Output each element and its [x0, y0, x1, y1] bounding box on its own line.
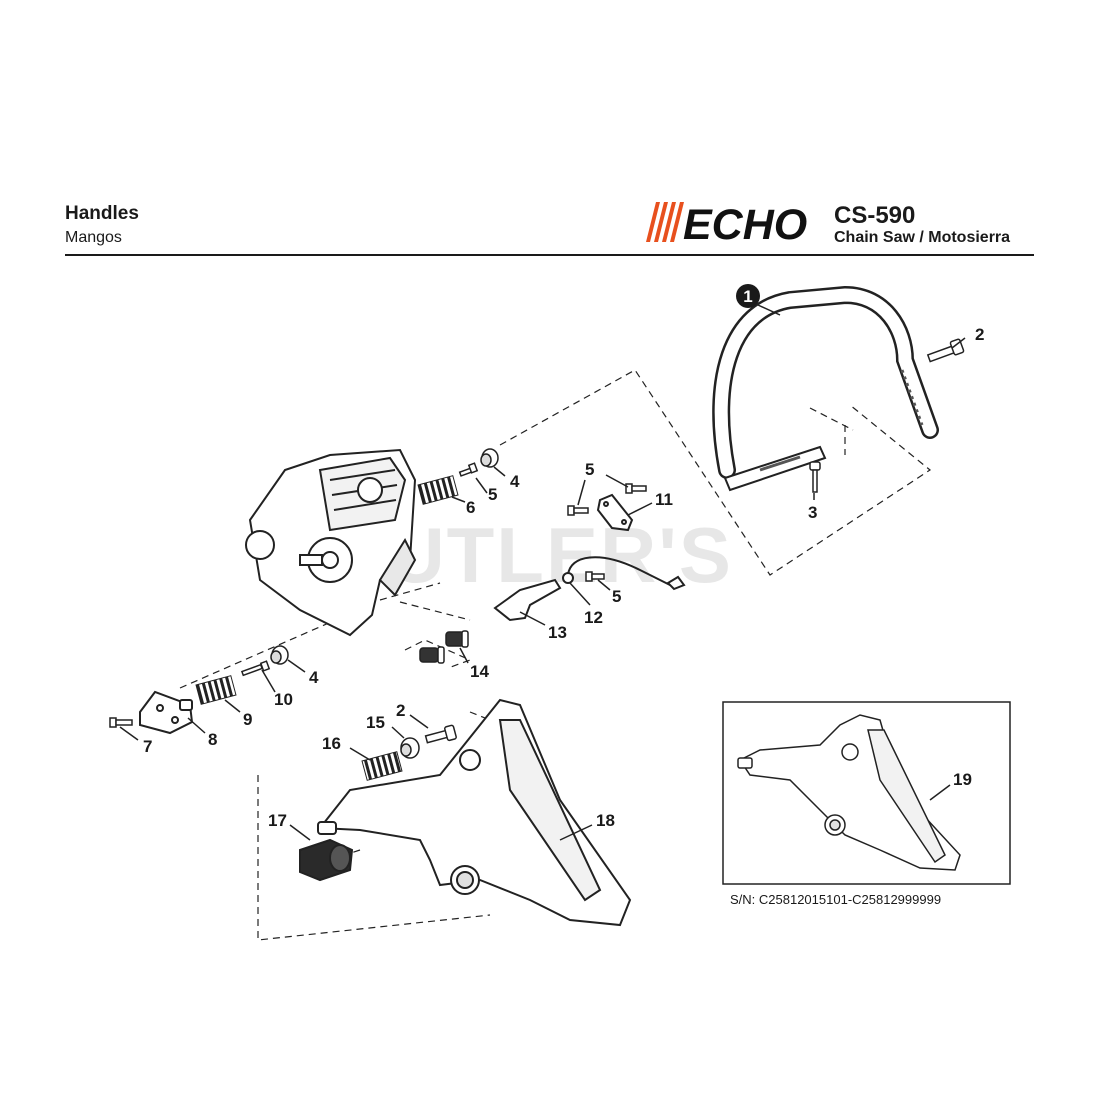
bolt-2-top [926, 338, 965, 363]
header-divider [65, 254, 1034, 256]
callout-16: 16 [322, 734, 341, 753]
callout-5-b: 5 [585, 460, 594, 479]
leader-lines [119, 304, 966, 841]
callout-7: 7 [143, 737, 152, 756]
callout-1: 1 [743, 287, 752, 306]
rear-handle-18 [317, 698, 632, 927]
callout-14: 14 [470, 662, 489, 681]
spring-9 [195, 675, 237, 705]
echo-logo: ECHO [646, 202, 807, 242]
intake-boot-17 [299, 838, 354, 882]
callout-6: 6 [466, 498, 475, 517]
model-description: Chain Saw / Motosierra [834, 229, 1011, 246]
callout-1-badge [736, 284, 760, 308]
spring-16 [361, 751, 403, 781]
bushing-4-lower [270, 645, 289, 665]
callout-2-top: 2 [975, 325, 984, 344]
callout-3: 3 [808, 503, 817, 522]
brand-name: ECHO [683, 202, 807, 242]
ground-wire-12 [562, 556, 686, 591]
serial-number-range: S/N: C25812015101-C25812999999 [730, 892, 942, 907]
callout-5-c: 5 [612, 587, 621, 606]
dampers-14 [419, 630, 469, 664]
rear-handle-19 [737, 714, 961, 871]
callouts: 1 2 3 4 5 5 5 6 11 12 13 14 4 10 9 8 7 2… [143, 284, 984, 830]
callout-4-lower: 4 [309, 668, 319, 687]
bracket-11 [596, 493, 634, 532]
page-subtitle: Mangos [65, 229, 122, 246]
callout-9: 9 [243, 710, 252, 729]
callout-19: 19 [953, 770, 972, 789]
lever-13 [493, 578, 562, 622]
bushing-15 [400, 737, 420, 759]
callout-15: 15 [366, 713, 385, 732]
spring-6 [417, 475, 459, 505]
callout-17: 17 [268, 811, 287, 830]
bolt-2-lower [424, 724, 457, 744]
plate-8 [139, 690, 194, 735]
front-handle-bar [712, 285, 939, 492]
screw-7 [109, 717, 133, 728]
callout-12: 12 [584, 608, 603, 627]
screw-5-a [458, 462, 479, 477]
bushing-4-top [480, 448, 499, 468]
callout-2-lower: 2 [396, 701, 405, 720]
callout-5-a: 5 [488, 485, 497, 504]
screw-5-b [567, 505, 589, 516]
callout-4-top: 4 [510, 472, 520, 491]
callout-11: 11 [655, 490, 673, 509]
callout-13: 13 [548, 623, 567, 642]
callout-10: 10 [274, 690, 293, 709]
screw-3 [809, 461, 821, 493]
model-number: CS-590 [834, 202, 916, 229]
screw-5-d [585, 571, 605, 582]
engine-crankcase [245, 448, 417, 637]
inset-box [722, 701, 1011, 885]
callout-18: 18 [596, 811, 615, 830]
callout-8: 8 [208, 730, 217, 749]
screw-5-c [625, 483, 647, 494]
screw-10 [240, 660, 271, 677]
page-title: Handles [65, 203, 139, 224]
